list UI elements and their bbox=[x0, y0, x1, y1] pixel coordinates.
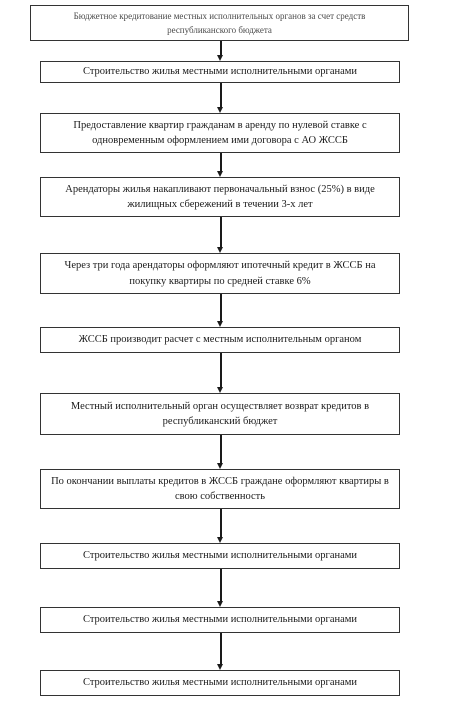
flow-arrow-shaft bbox=[220, 569, 222, 601]
flow-arrow-head bbox=[217, 601, 223, 607]
flow-arrow-shaft bbox=[220, 83, 222, 107]
flow-step-construction-repeat-2: Строительство жилья местными исполнитель… bbox=[40, 607, 400, 633]
flow-step-zero-rate-lease: Предоставление квартир гражданам в аренд… bbox=[40, 113, 400, 153]
flow-step-budget-lending: Бюджетное кредитование местных исполните… bbox=[30, 5, 409, 41]
flow-arrow-head bbox=[217, 321, 223, 327]
flow-arrow-head bbox=[217, 171, 223, 177]
flow-arrow-head bbox=[217, 247, 223, 253]
flow-arrow-head bbox=[217, 55, 223, 61]
flow-arrow-shaft bbox=[220, 353, 222, 387]
flow-step-label: Местный исполнительный орган осуществляе… bbox=[70, 400, 370, 427]
flow-arrow-head bbox=[217, 463, 223, 469]
flow-step-initial-deposit: Арендаторы жилья накапливают первоначаль… bbox=[40, 177, 400, 217]
flow-step-label: Через три года арендаторы оформляют ипот… bbox=[64, 260, 376, 287]
flow-arrow-shaft bbox=[220, 153, 222, 171]
flow-step-label: Строительство жилья местными исполнитель… bbox=[82, 677, 358, 689]
flow-arrow-head bbox=[217, 107, 223, 113]
flow-arrow-head bbox=[217, 664, 223, 670]
flow-step-settlement: ЖССБ производит расчет с местным исполни… bbox=[40, 327, 400, 353]
flow-arrow-shaft bbox=[220, 633, 222, 664]
flow-arrow-head bbox=[217, 387, 223, 393]
flow-step-mortgage: Через три года арендаторы оформляют ипот… bbox=[40, 253, 400, 294]
flow-arrow-shaft bbox=[220, 509, 222, 537]
flow-step-construction-repeat-1: Строительство жилья местными исполнитель… bbox=[40, 543, 400, 569]
flow-step-label: Арендаторы жилья накапливают первоначаль… bbox=[65, 183, 375, 210]
flow-step-construction-repeat-3: Строительство жилья местными исполнитель… bbox=[40, 670, 400, 696]
flow-arrow-head bbox=[217, 537, 223, 543]
flow-arrow-shaft bbox=[220, 41, 222, 55]
flow-step-housing-construction: Строительство жилья местными исполнитель… bbox=[40, 61, 400, 83]
flow-arrow-shaft bbox=[220, 217, 222, 247]
flow-step-label: ЖССБ производит расчет с местным исполни… bbox=[78, 334, 362, 346]
flow-step-label: Строительство жилья местными исполнитель… bbox=[82, 550, 358, 562]
flow-step-loan-repayment: Местный исполнительный орган осуществляе… bbox=[40, 393, 400, 435]
flow-step-label: Строительство жилья местными исполнитель… bbox=[82, 614, 358, 626]
flow-step-label: Предоставление квартир гражданам в аренд… bbox=[73, 119, 367, 146]
flow-step-label: Строительство жилья местными исполнитель… bbox=[82, 66, 358, 78]
flow-arrow-shaft bbox=[220, 435, 222, 463]
flow-step-label: Бюджетное кредитование местных исполните… bbox=[73, 10, 366, 35]
flow-step-ownership: По окончании выплаты кредитов в ЖССБ гра… bbox=[40, 469, 400, 509]
flow-arrow-shaft bbox=[220, 294, 222, 321]
flow-step-label: По окончании выплаты кредитов в ЖССБ гра… bbox=[51, 475, 389, 502]
